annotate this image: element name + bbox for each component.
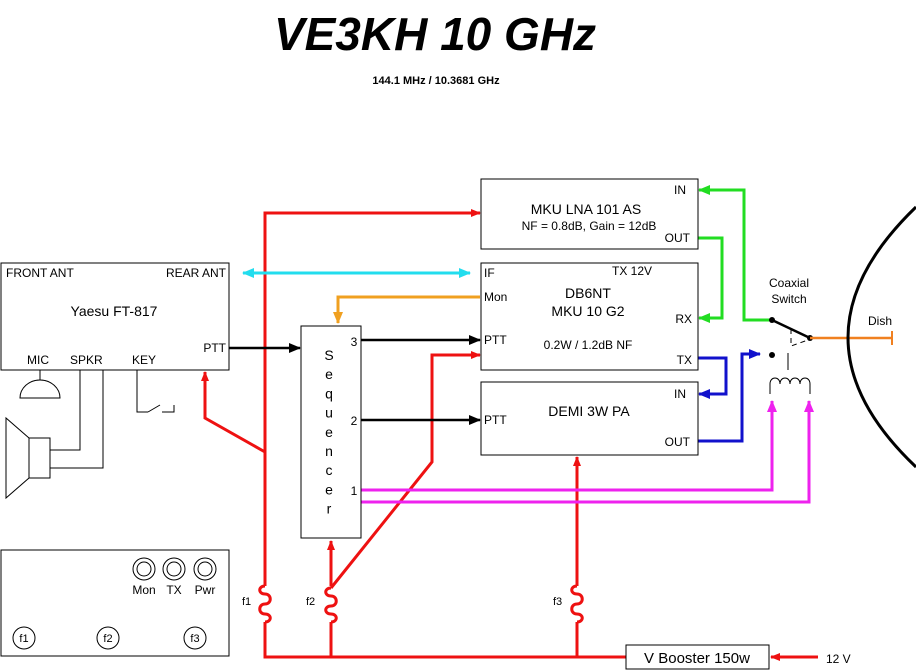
front-ant-label: FRONT ANT (6, 266, 74, 280)
lna-name: MKU LNA 101 AS (531, 201, 642, 217)
pa-to-switch-line (698, 349, 761, 443)
transverter-mon-label: Mon (484, 290, 507, 304)
v-booster: V Booster 150w (625, 644, 770, 670)
transverter-name1: DB6NT (565, 285, 611, 301)
fuse-f2-label: f2 (306, 596, 315, 608)
relay-line-1 (361, 400, 777, 492)
key-icon (136, 370, 175, 413)
sequencer-letter: e (325, 424, 333, 440)
pa-ptt-label: PTT (484, 413, 507, 427)
sequencer-letter: c (326, 462, 333, 478)
panel-fuse-f3: f3 (183, 626, 207, 650)
sequencer-letter: e (325, 366, 333, 382)
tx-led (162, 557, 186, 581)
transverter-block: TX 12V IF Mon PTT DB6NT MKU 10 G2 RX TX … (480, 262, 699, 371)
mic-label: MIC (27, 353, 49, 367)
panel-fuse-f2: f2 (96, 626, 120, 650)
pwr-led (193, 557, 217, 581)
supply-label: 12 V (826, 652, 851, 666)
panel-fuse-f1: f1 (12, 626, 36, 650)
dish-reflector (846, 205, 916, 469)
fuse-f3-label: f3 (553, 596, 562, 608)
mon-led (132, 557, 156, 581)
radio-name: Yaesu FT-817 (71, 303, 158, 319)
transverter-name2: MKU 10 G2 (551, 303, 624, 319)
sequencer-letter: u (325, 405, 333, 421)
sequencer-out3: 3 (351, 335, 358, 349)
svg-text:f1: f1 (19, 633, 28, 645)
pa-in-label: IN (674, 387, 686, 401)
transverter-ptt-label: PTT (484, 333, 507, 347)
fuse-f1: f1 (242, 584, 272, 624)
coaxial-switch: Coaxial Switch (769, 276, 813, 394)
spkr-label: SPKR (70, 353, 103, 367)
microphone-icon (19, 370, 61, 399)
yaesu-ft817: FRONT ANT REAR ANT Yaesu FT-817 PTT MIC … (0, 262, 230, 371)
tx-to-pa-line (698, 356, 728, 399)
power-wiring (201, 209, 818, 661)
diagram-subtitle: 144.1 MHz / 10.3681 GHz (372, 75, 500, 87)
panel-mon-label: Mon (132, 583, 155, 597)
lna-spec: NF = 0.8dB, Gain = 12dB (522, 219, 657, 233)
panel-pwr-label: Pwr (195, 583, 216, 597)
lna-block: MKU LNA 101 AS NF = 0.8dB, Gain = 12dB I… (480, 178, 699, 250)
sequencer-letter: r (327, 501, 332, 517)
sequencer-letter: q (325, 385, 333, 401)
dish-label: Dish (868, 314, 892, 328)
transverter-rx-label: RX (675, 312, 692, 326)
diagram-title: VE3KH 10 GHz (274, 8, 596, 60)
switch-to-lna-line (698, 185, 772, 322)
radio-ptt-label: PTT (203, 341, 226, 355)
relay-line-2 (361, 400, 814, 504)
coax-switch-label-2: Switch (771, 292, 806, 306)
lna-in-label: IN (674, 183, 686, 197)
sequencer-out2: 2 (351, 414, 358, 428)
sequencer-letter: e (325, 481, 333, 497)
transverter-spec: 0.2W / 1.2dB NF (544, 338, 633, 352)
rear-ant-label: REAR ANT (166, 266, 227, 280)
coax-switch-label-1: Coaxial (769, 276, 809, 290)
control-panel: Mon TX Pwr f1 f2 f3 (0, 549, 230, 657)
pa-block: DEMI 3W PA IN OUT PTT (480, 381, 699, 456)
fuse-f1-label: f1 (242, 596, 251, 608)
lna-out-label: OUT (665, 231, 691, 245)
pa-out-label: OUT (665, 435, 691, 449)
pa-name: DEMI 3W PA (548, 403, 630, 419)
mon-line (333, 295, 480, 324)
sequencer-letter: n (325, 443, 333, 459)
transverter-tx-label: TX (677, 353, 692, 367)
tx12v-label: TX 12V (612, 264, 652, 278)
lna-to-rx-line (698, 236, 724, 323)
key-label: KEY (132, 353, 156, 367)
svg-text:f2: f2 (103, 633, 112, 645)
fuse-f2: f2 (306, 586, 338, 624)
speaker-icon (5, 370, 104, 500)
sequencer: S e q u e n c e r 3 2 1 (300, 325, 362, 539)
svg-text:f3: f3 (190, 633, 199, 645)
fuse-f3: f3 (553, 584, 584, 624)
panel-tx-label: TX (166, 583, 181, 597)
sequencer-out1: 1 (351, 484, 358, 498)
transverter-if-label: IF (484, 266, 495, 280)
sequencer-letter: S (324, 347, 333, 363)
booster-label: V Booster 150w (644, 650, 750, 667)
